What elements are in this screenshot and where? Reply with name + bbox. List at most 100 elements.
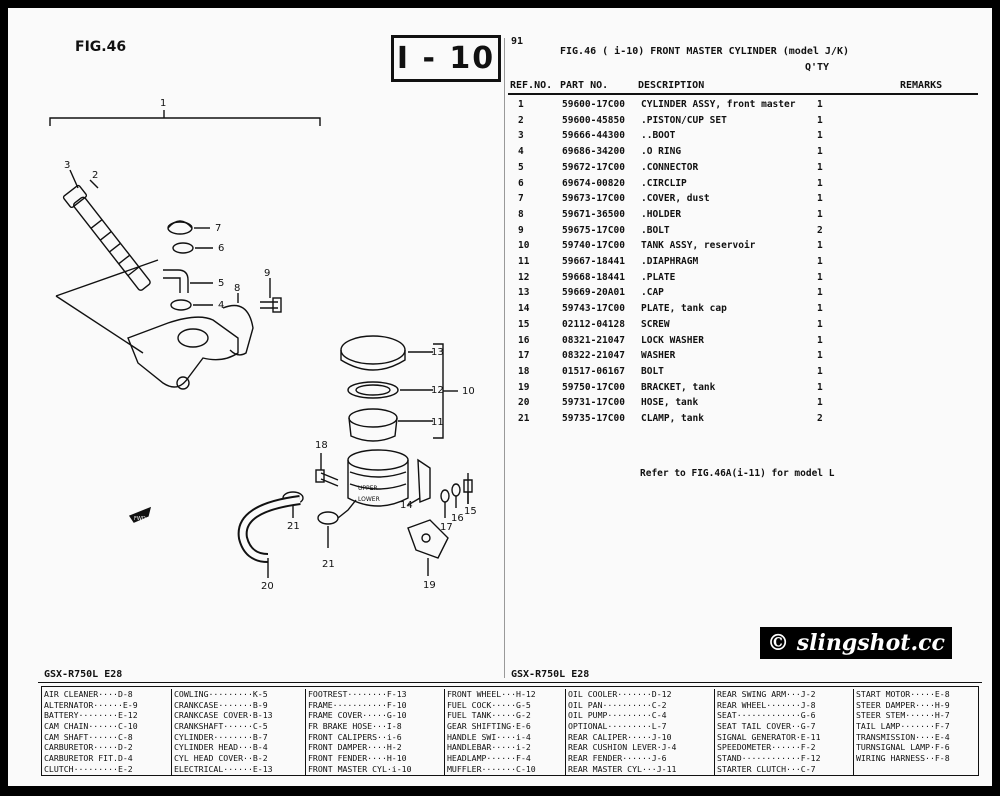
cell-desc: .CIRCLIP — [641, 177, 687, 189]
index-entry: CYLINDER HEAD···B-4 — [174, 742, 268, 753]
cell-part: 59600-45850 — [562, 114, 625, 126]
cell-qty: 1 — [817, 365, 823, 377]
index-entry: AIR CLEANER····D-8 — [44, 689, 133, 699]
callout-21-a: 21 — [287, 521, 300, 532]
callout-20: 20 — [261, 581, 274, 592]
index-entry: TAIL LAMP·······F-7 — [856, 721, 950, 732]
cell-ref: 6 — [518, 177, 524, 189]
callout-6: 6 — [218, 243, 224, 254]
callout-14: 14 — [400, 500, 413, 511]
cell-part: 01517-06167 — [562, 365, 625, 377]
cell-part: 59675-17C00 — [562, 224, 625, 236]
index-entry: STARTER CLUTCH···C-7 — [717, 763, 816, 774]
index-entry: SIGNAL GENERATOR·E-11 — [717, 731, 821, 742]
cell-part: 69686-34200 — [562, 146, 625, 158]
cell-desc: .HOLDER — [641, 208, 682, 220]
index-entry: STEER DAMPER····H-9 — [856, 699, 950, 710]
index-entry: TURNSIGNAL LAMP·F-6 — [856, 742, 950, 753]
index-entry: FUEL TANK·····G-2 — [447, 710, 531, 721]
reservoir-cap-part — [340, 335, 406, 365]
index-entry: CARBURETOR FIT.D-4 — [44, 753, 133, 764]
col-header-part: PART NO. — [560, 80, 609, 91]
cell-qty: 2 — [817, 224, 823, 236]
callout-7: 7 — [215, 223, 221, 234]
cell-part: 59672-17C00 — [562, 161, 625, 173]
clamp-part-b — [317, 511, 339, 525]
reservoir-mark-upper: UPPER — [358, 485, 378, 492]
lock-washer-part — [451, 483, 461, 497]
tank-cap-plate-part — [417, 458, 431, 504]
exploded-diagram: 1 2 3 4 5 6 7 8 9 10 11 12 13 14 15 16 1… — [49, 98, 477, 592]
index-entry: STAND············F-12 — [717, 753, 821, 764]
section-page-box: I - 10 — [391, 35, 501, 82]
qty-header: Q'TY — [805, 62, 830, 73]
cell-part: 59743-17C00 — [562, 303, 625, 315]
assembly-bracket-1 — [49, 117, 321, 126]
cell-part: 08322-21047 — [562, 350, 625, 362]
callout-18: 18 — [315, 440, 328, 451]
index-entry: TRANSMISSION····E-4 — [856, 731, 950, 742]
cell-desc: .DIAPHRAGM — [641, 256, 699, 267]
cell-qty: 1 — [817, 397, 823, 409]
index-entry: CLUTCH·········E-2 — [44, 763, 133, 774]
index-entry: REAR CALIPER·····J-10 — [568, 731, 672, 742]
cell-ref: 1 — [518, 99, 524, 110]
callout-9: 9 — [264, 268, 270, 279]
reservoir-mark-lower: LOWER — [358, 496, 380, 503]
cell-desc: CLAMP, tank — [641, 413, 704, 424]
index-entry: REAR WHEEL·······J-8 — [717, 699, 816, 710]
cell-qty: 1 — [817, 114, 823, 126]
cell-qty: 1 — [817, 287, 823, 299]
cell-part: 59750-17C00 — [562, 381, 625, 393]
cell-ref: 12 — [518, 271, 530, 283]
cell-desc: WASHER — [641, 350, 676, 362]
cell-ref: 9 — [518, 224, 524, 236]
cell-desc: .PISTON/CUP SET — [641, 114, 727, 126]
cell-part: 59673-17C00 — [562, 193, 625, 205]
cell-desc: .BOLT — [641, 224, 670, 236]
callout-3: 3 — [64, 160, 70, 171]
cell-qty: 1 — [817, 318, 823, 330]
callout-21-b: 21 — [322, 559, 335, 570]
bolt-part-9 — [260, 301, 278, 309]
cell-qty: 1 — [817, 193, 823, 205]
index-entry: HEADLAMP······F-4 — [447, 753, 531, 764]
index-entry: CYL HEAD COVER··B-2 — [174, 753, 268, 764]
callout-16: 16 — [451, 513, 464, 524]
index-entry: ALTERNATOR······E-9 — [44, 699, 138, 710]
plate-part — [347, 381, 399, 399]
cell-desc: CYLINDER ASSY, front master — [641, 99, 796, 110]
index-entry: FOOTREST········F-13 — [308, 689, 407, 699]
cell-desc: .O RING — [641, 146, 682, 158]
cell-ref: 19 — [518, 381, 530, 393]
piston-cup-set-part — [62, 184, 151, 291]
index-entry: REAR SWING ARM···J-2 — [717, 689, 816, 699]
parts-list-title: FIG.46 ( i-10) FRONT MASTER CYLINDER (mo… — [560, 46, 849, 57]
index-entry: OIL PAN··········C-2 — [568, 699, 667, 710]
center-divider — [504, 38, 505, 678]
master-cylinder-body — [127, 316, 239, 388]
index-entry: MUFFLER·······C-10 — [447, 763, 536, 774]
index-entry: OIL PUMP·········C-4 — [568, 710, 667, 721]
index-entry: FRONT DAMPER····H-2 — [308, 742, 402, 753]
direction-label: FWD — [134, 516, 146, 522]
index-entry: OPTIONAL·········L-7 — [568, 721, 667, 732]
index-entry: FRAME COVER·····G-10 — [308, 710, 407, 721]
callout-8: 8 — [234, 283, 240, 294]
parts-catalog-page: FIG.46 I - 10 91 — [8, 8, 992, 786]
index-entry: OIL COOLER·······D-12 — [568, 689, 672, 699]
connector-part — [163, 269, 189, 293]
page-number: 91 — [511, 36, 524, 47]
callout-15: 15 — [464, 506, 477, 517]
col-header-ref: REF.NO. — [510, 80, 553, 91]
circlip-part — [172, 242, 194, 254]
cell-qty: 1 — [817, 334, 823, 346]
cell-qty: 1 — [817, 177, 823, 189]
index-entry: REAR CUSHION LEVER·J-4 — [568, 742, 677, 753]
